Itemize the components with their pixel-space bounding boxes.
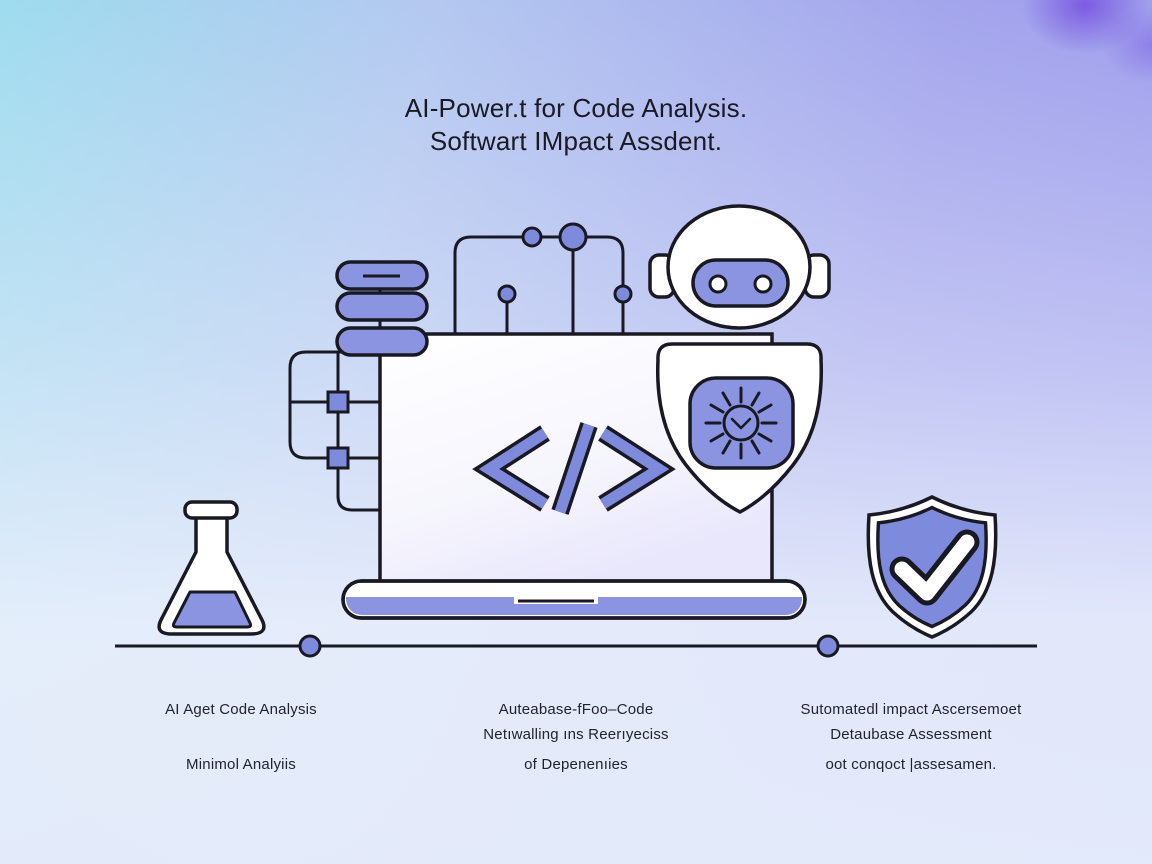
flask-liquid (171, 590, 253, 629)
robot-eye-left (708, 274, 728, 294)
sun-rays (704, 386, 778, 460)
flask-lip (183, 500, 239, 520)
caption-text: Minimol Analyiis (186, 756, 296, 773)
laptop-base (341, 579, 807, 620)
caption-column-1: AI Aget Code Analysis Minimol Analyiis (86, 697, 396, 777)
robot-head-icon (648, 204, 831, 330)
caption-column-2: Auteabase-fFoo–Code Netıwalling ıns Reer… (421, 697, 731, 777)
caption-text (86, 722, 396, 747)
caption-text: Sutomatedl impact Ascersemoet (800, 701, 1022, 718)
shield-checkmark-icon (866, 495, 998, 639)
robot-visor (691, 258, 790, 308)
caption-text: Netıwalling ıns Reerıyeciss (483, 726, 669, 743)
caption-text: Auteabase-fFoo–Code (498, 701, 654, 718)
caption-text: oot conqoct |assesamen. (825, 756, 997, 773)
title-line-1: AI-Power.t for Code Analysis. (404, 93, 748, 123)
circuit-node-icon (521, 226, 543, 248)
circuit-square-node-icon (326, 446, 350, 470)
server-stack-icon (335, 260, 429, 357)
lab-flask-icon (157, 500, 266, 636)
shield-scan-badge-icon (655, 342, 824, 514)
code-brackets-icon (472, 422, 676, 515)
caption-text: Detaubase Assessment (830, 726, 992, 743)
robot-eye-right (753, 274, 773, 294)
caption-text: AI Aget Code Analysis (165, 701, 317, 718)
circuit-node-icon (613, 284, 633, 304)
caption-column-3: Sutomatedl impact Ascersemoet Detaubase … (756, 697, 1066, 777)
circuit-node-icon (558, 222, 588, 252)
page-title: AI-Power.t for Code Analysis. Softwart I… (280, 92, 872, 158)
circuit-square-node-icon (326, 390, 350, 414)
caption-text: of Depenenıies (524, 756, 628, 773)
circuit-trace-top-icon (453, 222, 633, 334)
checkmark-icon (889, 529, 980, 606)
title-line-2: Softwart IMpact Assdent. (429, 126, 723, 156)
timeline-dot-icon (816, 634, 840, 658)
timeline-baseline (115, 634, 1037, 658)
sun-scan-icon (704, 386, 778, 460)
circuit-bracket-left-icon (288, 350, 380, 512)
caption-row: AI Aget Code Analysis Minimol Analyiis A… (0, 697, 1152, 797)
timeline-dot-icon (298, 634, 322, 658)
circuit-node-icon (497, 284, 517, 304)
